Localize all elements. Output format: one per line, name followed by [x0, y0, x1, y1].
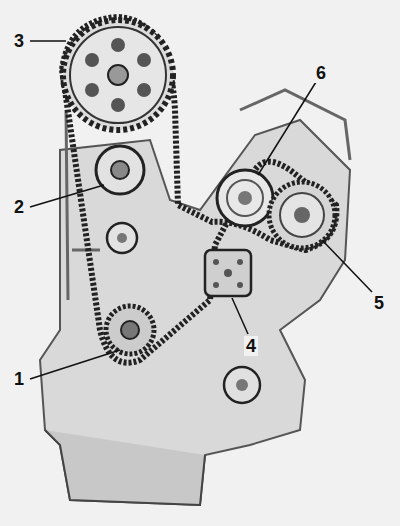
sprocket-holes [85, 38, 151, 112]
crankshaft-bolt [121, 321, 139, 339]
water-pump [205, 250, 251, 296]
leader-lines [30, 41, 372, 379]
timing-belt [62, 17, 336, 363]
camshaft-sprocket [63, 20, 173, 130]
pulley-rim [227, 180, 263, 216]
sprocket-face [70, 27, 166, 123]
pulley [217, 170, 273, 226]
tensioner-bolt [111, 161, 129, 179]
pulley-bolt [238, 191, 252, 205]
callout-number: 2 [12, 197, 26, 217]
tensioner-roller [96, 146, 144, 194]
callout-number: 6 [314, 63, 328, 83]
callout-number: 5 [372, 293, 386, 313]
camshaft-bolt [108, 65, 128, 85]
callout-number: 3 [12, 31, 26, 51]
lower-pulley-hub [236, 379, 248, 391]
pump-sprocket [269, 182, 335, 248]
lower-pulley [224, 367, 260, 403]
idler-bolt [117, 233, 127, 243]
pump-holes [213, 259, 243, 288]
pump-sprocket-face [280, 193, 324, 237]
idler-roller [107, 223, 137, 253]
pump-sprocket-nut [294, 207, 310, 223]
callout-number: 1 [12, 369, 26, 389]
crankshaft-sprocket [106, 306, 154, 354]
callout-number: 4 [244, 336, 258, 356]
engine-block [40, 120, 350, 505]
oil-pan [45, 430, 205, 505]
upper-guard [240, 90, 350, 160]
